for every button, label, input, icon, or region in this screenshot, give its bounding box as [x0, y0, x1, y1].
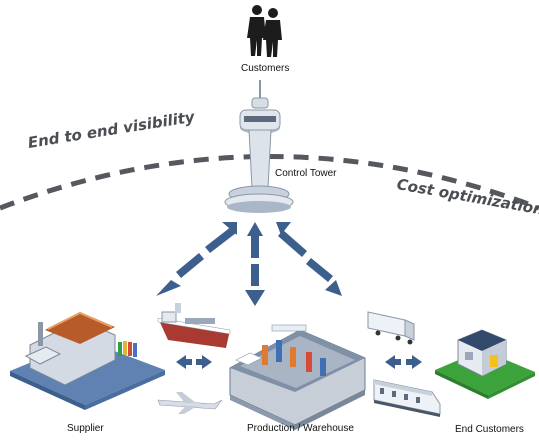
production-warehouse-label: Production / Warehouse [247, 423, 354, 434]
customers-label: Customers [241, 63, 290, 74]
end-customer-house-icon [435, 329, 535, 399]
supplier-factory-icon [10, 311, 165, 410]
airplane-icon [157, 392, 223, 414]
truck-icon [367, 311, 415, 345]
arrow-warehouse-endcustomers [385, 355, 422, 369]
end-customers-label: End Customers [455, 424, 524, 435]
warehouse-icon [229, 324, 366, 430]
cargo-ship-icon [157, 303, 231, 348]
control-tower-icon [224, 80, 294, 213]
arrow-tower-to-supplier [156, 222, 237, 296]
supplier-label: Supplier [67, 423, 104, 434]
arrow-tower-to-warehouse [245, 222, 265, 306]
arrow-supplier-warehouse [176, 355, 212, 369]
control-tower-label: Control Tower [275, 168, 337, 179]
arrow-tower-to-end-customers [276, 222, 342, 296]
train-icon [373, 379, 441, 417]
customers-icon [247, 5, 282, 57]
